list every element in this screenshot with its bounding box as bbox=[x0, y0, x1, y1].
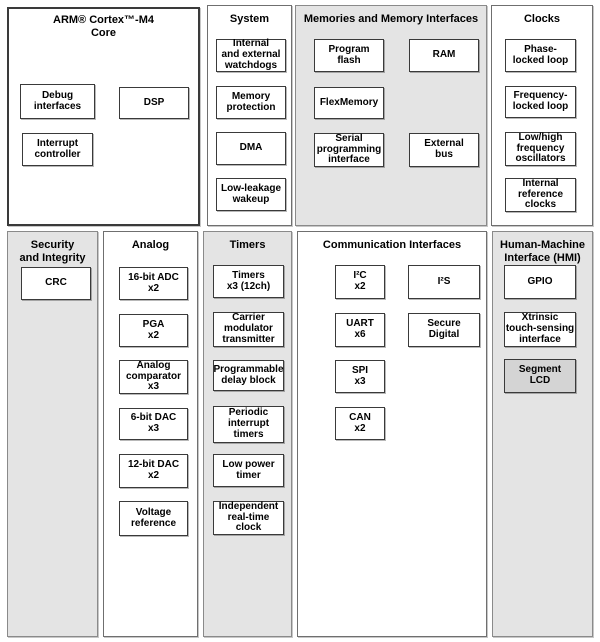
memories-panel: Memories and Memory Interfaces Program f… bbox=[295, 5, 487, 226]
block-programmable-delay-block: Programmable delay block bbox=[213, 360, 284, 391]
block-watchdogs: Internal and external watchdogs bbox=[216, 38, 286, 72]
security-panel-title: Security and Integrity bbox=[19, 239, 86, 264]
timers-panel: Timers Timers x3 (12ch) Carrier modulato… bbox=[203, 231, 292, 637]
block-6bit-dac: 6-bit DAC x3 bbox=[119, 408, 188, 440]
block-ram: RAM bbox=[409, 39, 479, 72]
core-panel: ARM® Cortex™-M4 Core Debug interfaces DS… bbox=[7, 7, 200, 226]
clocks-panel-title: Clocks bbox=[523, 13, 561, 25]
block-memory-protection: Memory protection bbox=[216, 86, 286, 119]
block-phase-locked-loop: Phase- locked loop bbox=[505, 39, 576, 72]
block-frequency-locked-loop: Frequency- locked loop bbox=[505, 86, 576, 118]
block-secure-digital: Secure Digital bbox=[408, 313, 480, 347]
system-panel-title: System bbox=[229, 13, 270, 25]
analog-panel-title: Analog bbox=[131, 239, 170, 251]
block-xtrinsic-touch-sensing: Xtrinsic touch-sensing interface bbox=[504, 312, 576, 347]
hmi-panel-title: Human-Machine Interface (HMI) bbox=[500, 239, 585, 264]
block-12bit-dac: 12-bit DAC x2 bbox=[119, 454, 188, 488]
comm-panel-title: Communication Interfaces bbox=[322, 239, 462, 251]
block-interrupt-controller: Interrupt controller bbox=[22, 133, 93, 166]
block-analog-comparator: Analog comparator x3 bbox=[119, 360, 188, 394]
block-low-power-timer: Low power timer bbox=[213, 454, 284, 487]
system-panel: System Internal and external watchdogs M… bbox=[207, 5, 292, 226]
block-gpio: GPIO bbox=[504, 265, 576, 299]
block-debug-interfaces: Debug interfaces bbox=[20, 84, 95, 119]
block-16bit-adc: 16-bit ADC x2 bbox=[119, 267, 188, 300]
block-voltage-reference: Voltage reference bbox=[119, 501, 188, 536]
block-i2s: I²S bbox=[408, 265, 480, 299]
block-dsp: DSP bbox=[119, 87, 189, 119]
block-uart: UART x6 bbox=[335, 313, 385, 347]
block-crc: CRC bbox=[21, 267, 91, 300]
block-segment-lcd: Segment LCD bbox=[504, 359, 576, 393]
block-independent-rtc: Independent real-time clock bbox=[213, 501, 284, 535]
block-low-leakage-wakeup: Low-leakage wakeup bbox=[216, 178, 286, 211]
block-program-flash: Program flash bbox=[314, 39, 384, 72]
hmi-panel: Human-Machine Interface (HMI) GPIO Xtrin… bbox=[492, 231, 593, 637]
block-pga: PGA x2 bbox=[119, 314, 188, 347]
security-panel: Security and Integrity CRC bbox=[7, 231, 98, 637]
block-carrier-modulator-transmitter: Carrier modulator transmitter bbox=[213, 312, 284, 347]
block-external-bus: External bus bbox=[409, 133, 479, 167]
timers-panel-title: Timers bbox=[229, 239, 266, 251]
clocks-panel: Clocks Phase- locked loop Frequency- loc… bbox=[491, 5, 593, 226]
block-can: CAN x2 bbox=[335, 407, 385, 440]
memories-panel-title: Memories and Memory Interfaces bbox=[303, 13, 479, 25]
analog-panel: Analog 16-bit ADC x2 PGA x2 Analog compa… bbox=[103, 231, 198, 637]
block-flexmemory: FlexMemory bbox=[314, 87, 384, 119]
core-panel-title: ARM® Cortex™-M4 Core bbox=[53, 14, 154, 39]
block-i2c: I²C x2 bbox=[335, 265, 385, 299]
block-timers-x3: Timers x3 (12ch) bbox=[213, 265, 284, 298]
block-oscillators: Low/high frequency oscillators bbox=[505, 132, 576, 166]
comm-panel: Communication Interfaces I²C x2 I²S UART… bbox=[297, 231, 487, 637]
block-internal-reference-clocks: Internal reference clocks bbox=[505, 178, 576, 212]
block-spi: SPI x3 bbox=[335, 360, 385, 393]
block-periodic-interrupt-timers: Periodic interrupt timers bbox=[213, 406, 284, 443]
block-dma: DMA bbox=[216, 132, 286, 165]
block-serial-programming-interface: Serial programming interface bbox=[314, 133, 384, 167]
